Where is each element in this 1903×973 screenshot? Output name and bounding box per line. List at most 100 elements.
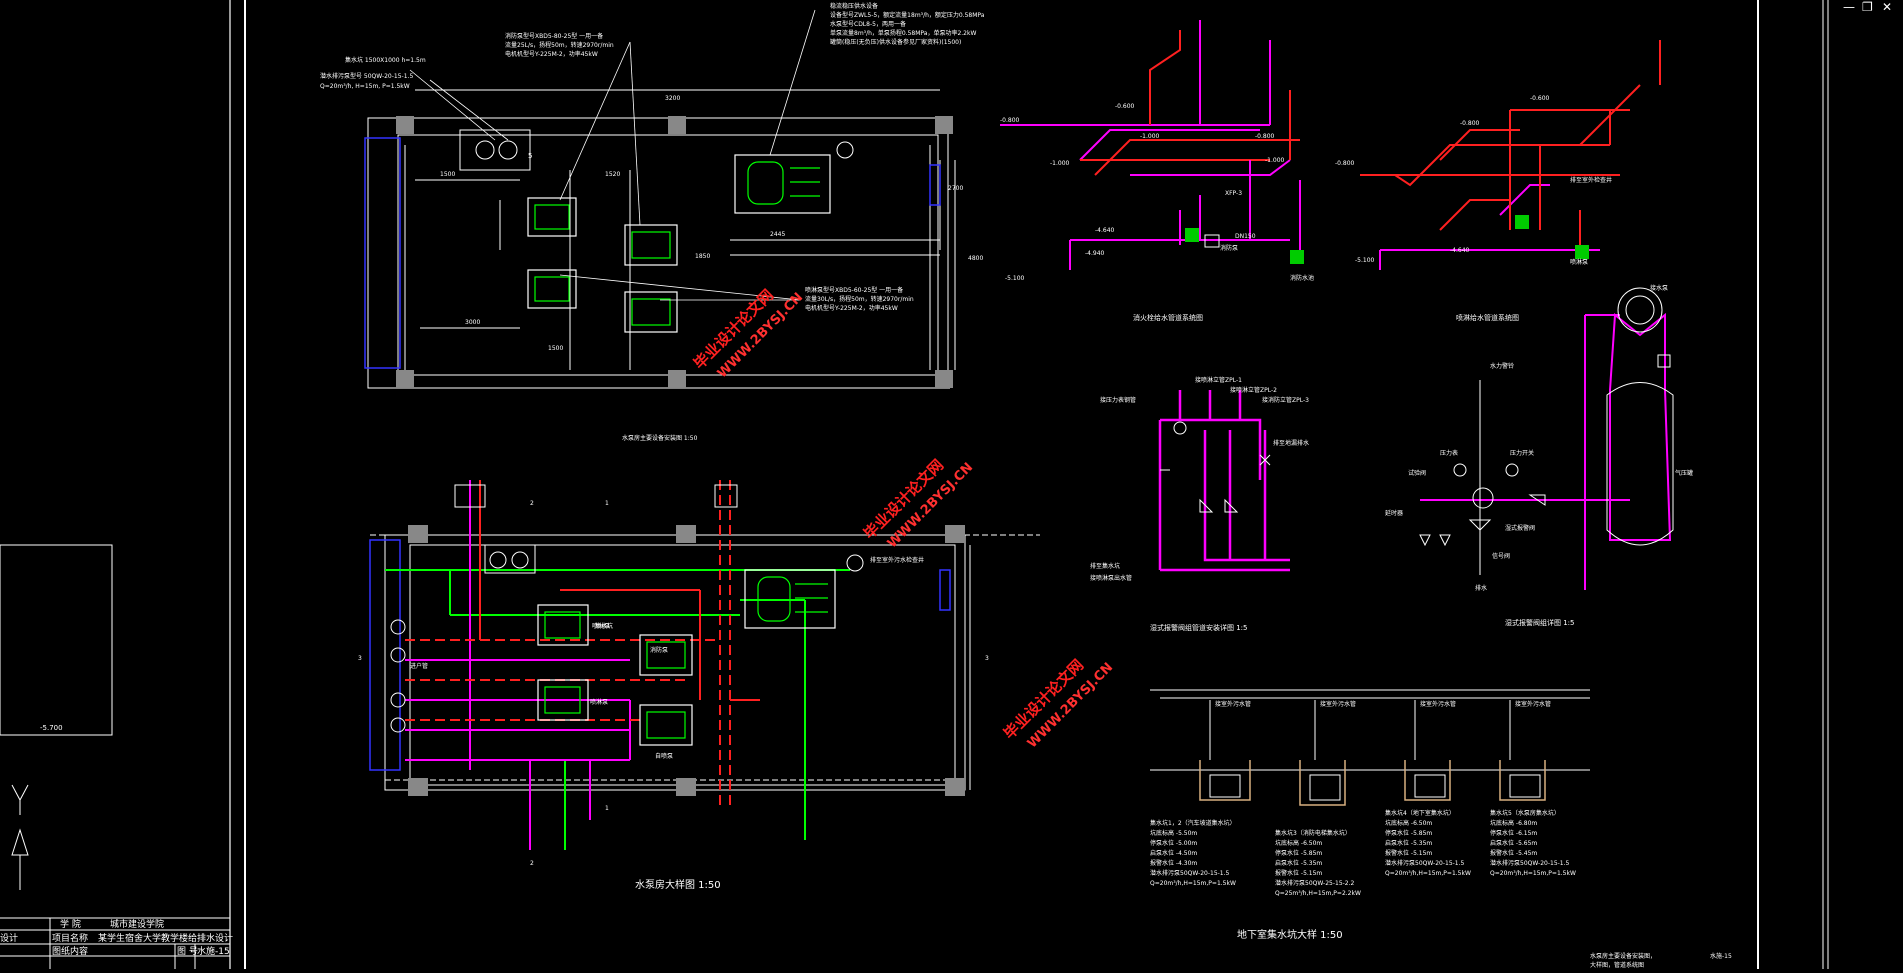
sump-pit-tag-3: 接室外污水管 — [1515, 700, 1551, 708]
iso-right-label-5: -5.100 — [1355, 257, 1375, 264]
sump-pit-2-line-4: 潜水排污泵50QW-20-15-1.5 — [1385, 859, 1465, 867]
plan-bottom-label-5: 自喷泵 — [655, 752, 673, 760]
tb-drawing-no-label: 图 号 — [177, 946, 198, 957]
sump-pit-2-line-3: 报警水位 -5.15m — [1385, 849, 1432, 857]
sump-pit-3-line-3: 报警水位 -5.45m — [1490, 849, 1537, 857]
valve-detail-label-5: 排至集水坑 — [1090, 562, 1120, 570]
sump-pit-3-line-0: 坑底标高 -6.80m — [1490, 819, 1537, 827]
valve-detail-title: 湿式报警阀组管道安装详图 1:5 — [1150, 623, 1248, 632]
plan-top-note-pump-spec: Q=20m³/h, H=15m, P=1.5kW — [320, 83, 410, 90]
sump-pit-0-line-5: Q=20m³/h,H=15m,P=1.5kW — [1150, 880, 1236, 887]
plan-top-dim-7: 1500 — [548, 345, 563, 352]
valve-detail-label-0: 接喷淋立管ZPL-1 — [1195, 376, 1242, 384]
plan-top-note-spray-motor: 电机机型号Y-225M-2，功率45kW — [805, 304, 898, 312]
iso-left-label-4: -0.800 — [1255, 133, 1275, 140]
plan-top-note-pressure-spec3: 单泵流量8m³/h，单泵扬程0.58MPa，单泵功率2.2kW — [830, 29, 976, 37]
sump-pit-1-line-0: 坑底标高 -6.50m — [1275, 839, 1322, 847]
alarm-detail-label-2: 试验阀 — [1408, 469, 1426, 477]
plan-bottom-label-3: 消防泵 — [650, 646, 668, 654]
alarm-detail-label-7: 排水 — [1475, 584, 1487, 592]
sump-pit-1-line-3: 报警水位 -5.15m — [1275, 869, 1322, 877]
plan-top-dim-0: 3200 — [665, 95, 680, 102]
sump-pit-tag-1: 接室外污水管 — [1320, 700, 1356, 708]
plan-top-dim-2: 1520 — [605, 171, 620, 178]
alarm-detail-label-8: 气压罐 — [1675, 469, 1693, 477]
sump-pit-3-line-4: 潜水排污泵50QW-20-15-1.5 — [1490, 859, 1570, 867]
iso-right-label-2: -0.800 — [1460, 120, 1480, 127]
sump-pit-tag-0: 接室外污水管 — [1215, 700, 1251, 708]
iso-right-label-1: -0.600 — [1530, 95, 1550, 102]
plan-bottom-mark-4: 3 — [358, 655, 362, 662]
plan-bottom-mark-0: 1 — [605, 500, 609, 507]
sump-pit-3-line-5: Q=20m³/h,H=15m,P=1.5kW — [1490, 870, 1576, 877]
sump-pit-2-line-5: Q=20m³/h,H=15m,P=1.5kW — [1385, 870, 1471, 877]
minimize-button[interactable]: — — [1843, 0, 1855, 14]
plan-top-note-fire-pump: 消防泵型号XBD5-80-25型 一用一备 — [505, 32, 603, 40]
plan-top-dim-6: 3000 — [465, 319, 480, 326]
alarm-detail-label-5: 压力开关 — [1510, 449, 1534, 457]
tb-school: 城市建设学院 — [110, 918, 164, 930]
iso-left-label-17: 消防泵 — [1220, 244, 1238, 252]
tb-row2-label: 项目名称 — [52, 932, 88, 944]
plan-top-dim-3: 2445 — [770, 231, 785, 238]
sump-detail: 接室外污水管 接室外污水管 接室外污水管 接室外污水管 集水坑1，2（汽车坡道集… — [1150, 689, 1590, 941]
iso-left-label-3: -1.000 — [1140, 133, 1160, 140]
right-note-sheet: 水施-15 — [1710, 952, 1732, 960]
plan-bottom-label-0: 集水坑 — [595, 622, 613, 630]
drawing-frames — [0, 0, 1829, 969]
sump-pit-1-line-2: 启泵水位 -5.35m — [1275, 859, 1322, 867]
plan-bottom-label-2: 喷淋泵 — [592, 622, 610, 630]
sump-pit-2-name: 集水坑4（地下室集水坑） — [1385, 809, 1455, 817]
tb-project: 某学生宿舍大学教学楼给排水设计 — [98, 932, 233, 944]
plan-bottom-mark-5: 3 — [985, 655, 989, 662]
iso-left-label-18: 消防水池 — [1290, 274, 1314, 282]
alarm-detail-label-3: 信号阀 — [1492, 552, 1510, 560]
plan-bottom-label-6: 排至室外污水检查井 — [870, 556, 924, 564]
plan-bottom-label-1: 进户管 — [410, 662, 428, 670]
sump-pit-0-line-4: 潜水排污泵50QW-20-15-1.5 — [1150, 869, 1230, 877]
plan-top-note-fire-spec: 流量25L/s，扬程50m，转速2970r/min — [505, 41, 614, 49]
plan-bottom-label-4: 喷淋泵 — [590, 698, 608, 706]
sump-pit-2-line-1: 停泵水位 -5.85m — [1385, 829, 1432, 837]
valve-detail-label-2: 接消防立管ZPL-3 — [1262, 396, 1309, 404]
tb-left-cut: 设计 — [0, 932, 18, 944]
iso-right-label-12: 喷淋泵 — [1570, 258, 1588, 266]
iso-left-title: 消火栓给水管道系统图 — [1133, 313, 1203, 322]
sump-pit-3-line-2: 启泵水位 -5.65m — [1490, 839, 1537, 847]
restore-button[interactable]: ❐ — [1862, 0, 1873, 14]
plan-bottom-title: 水泵房大样图 1:50 — [635, 878, 721, 891]
alarm-detail-label-0: 延时器 — [1385, 509, 1403, 517]
right-note-line2: 大样图，管道系统图 — [1590, 961, 1644, 969]
sump-pit-2-line-2: 启泵水位 -5.35m — [1385, 839, 1432, 847]
alarm-detail-label-4: 水力警铃 — [1490, 362, 1514, 370]
sump-pit-0-line-2: 启泵水位 -4.50m — [1150, 849, 1197, 857]
sump-pit-1-name: 集水坑3（消防电梯集水坑） — [1275, 829, 1351, 837]
watermark-3: 毕业设计论文网 WWW.2BYSJ.CN — [1000, 656, 1116, 751]
close-button[interactable]: ✕ — [1882, 0, 1893, 14]
sump-pit-1-line-5: Q=25m³/h,H=15m,P=2.2kW — [1275, 890, 1361, 897]
plan-top-note-pressure: 稳流稳压供水设备 — [830, 2, 878, 10]
plan-top-note-pressure-spec2: 水泵型号CDL8-5，两用一备 — [830, 20, 906, 28]
plan-top-note-sump: 集水坑 1500X1000 h=1.5m — [345, 56, 426, 64]
plan-top-note-pressure-spec1: 设备型号ZWL5-5，额定流量18m³/h，额定压力0.58MPa — [830, 11, 985, 19]
alarm-detail-label-6: 湿式报警阀 — [1505, 524, 1535, 532]
plan-bottom-mark-3: 2 — [530, 860, 534, 867]
sump-pit-1-line-4: 潜水排污泵50QW-25-15-2.2 — [1275, 879, 1355, 887]
valve-detail: 接喷淋立管ZPL-1 接喷淋立管ZPL-2 接消防立管ZPL-3 接压力表钢管 … — [1090, 376, 1309, 632]
plan-bottom-mark-2: 2 — [530, 500, 534, 507]
iso-left-label-1: -1.000 — [1050, 160, 1070, 167]
sump-pit-tag-2: 接室外污水管 — [1420, 700, 1456, 708]
alarm-detail-label-1: 压力表 — [1440, 449, 1458, 457]
valve-detail-label-4: 排至地漏排水 — [1273, 439, 1309, 447]
tb-row3-label: 图纸内容 — [52, 945, 88, 957]
iso-left-label-13: DN150 — [1235, 233, 1256, 240]
plan-top-dim-1: 1500 — [440, 171, 455, 178]
iso-right: -0.800 -0.600 -0.800 -4.640 -5.100 喷淋泵 排… — [1335, 40, 1661, 322]
iso-left-label-5: -1.000 — [1265, 157, 1285, 164]
valve-detail-label-3: 接压力表钢管 — [1100, 396, 1136, 404]
sump-detail-title: 地下室集水坑大样 1:50 — [1237, 928, 1343, 941]
alarm-detail-title: 湿式报警阀组详图 1:5 — [1505, 618, 1575, 627]
tb-drawing-no: 水施-15 — [197, 945, 230, 957]
